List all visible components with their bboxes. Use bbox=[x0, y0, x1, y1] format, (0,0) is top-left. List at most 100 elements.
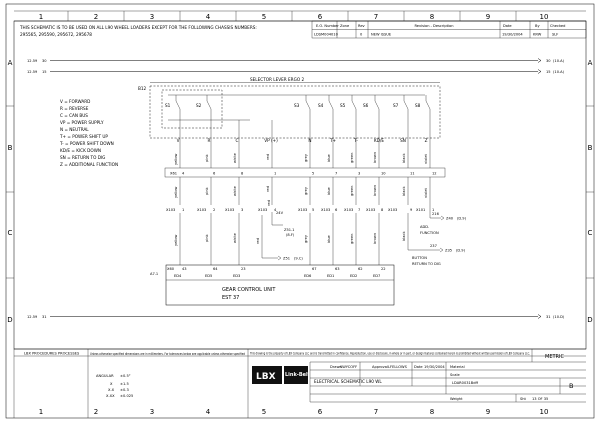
switch-s7: S7 bbox=[393, 103, 399, 108]
rev-by-label: By bbox=[535, 24, 540, 28]
outer-border bbox=[5, 3, 595, 419]
x103-pin: 3 bbox=[241, 208, 243, 212]
z51-branch: 24V Z51.1 (8.F) Z51 (9.C) bbox=[261, 211, 303, 261]
x61-pin: 5 bbox=[312, 172, 314, 176]
ecu-ref: A7.1 bbox=[150, 272, 158, 276]
scale-label: Scale bbox=[450, 373, 460, 377]
col-bottom-9: 9 bbox=[486, 408, 490, 416]
col-3: 3 bbox=[150, 13, 154, 21]
wire-color-label: white bbox=[233, 185, 237, 196]
connector-x61: X61 4 6 8 1 5 7 3 10 11 12 bbox=[164, 167, 446, 178]
metric-label: METRIC bbox=[545, 354, 564, 360]
rail-30-left-num: 30 bbox=[42, 59, 47, 63]
wire-color-label: violet bbox=[424, 187, 428, 198]
wire-color-label: green bbox=[350, 234, 354, 244]
switch-s6: S6 bbox=[363, 103, 369, 108]
row-d-right: D bbox=[587, 316, 592, 324]
ecu-pin: 67 bbox=[312, 267, 317, 271]
pin-tplus: T+ bbox=[329, 138, 337, 143]
rtd-label2: RETURN TO DIG bbox=[412, 262, 441, 266]
revision-table: E.O. Number Zone Rev Revision - Descript… bbox=[311, 20, 587, 39]
x61-pin: 3 bbox=[358, 172, 360, 176]
rev-checked-value: SLF bbox=[552, 33, 558, 37]
ecu-port: ED7 bbox=[373, 274, 380, 278]
approval-value: LFELLOWS bbox=[388, 365, 408, 369]
rail-30-left-ref: 12.59 bbox=[27, 59, 38, 63]
wire-color-label: brown bbox=[373, 152, 377, 163]
header-note: THIS SCHEMATIC IS TO BE USED ON ALL L90 … bbox=[19, 25, 257, 37]
ecu-pin: 62 bbox=[358, 267, 363, 271]
tol-xx-val: ±0.3 bbox=[120, 388, 129, 392]
gear-control-unit: A7.1 X60 43 64 23 67 63 62 22 ED4 ED5 ED… bbox=[150, 264, 395, 306]
pin-r: R bbox=[208, 138, 211, 143]
ecu-port: ED6 bbox=[304, 274, 312, 278]
row-a-left: A bbox=[8, 59, 13, 67]
rtd-dest-ref: (D.9) bbox=[456, 249, 466, 253]
col-7: 7 bbox=[374, 13, 378, 21]
col-8: 8 bbox=[430, 13, 434, 21]
x61-pin: 11 bbox=[410, 172, 415, 176]
wire-color-label: red bbox=[256, 238, 260, 244]
ecu-title: GEAR CONTROL UNIT bbox=[222, 287, 276, 293]
wire-color-label: pink bbox=[205, 186, 209, 195]
wire-color-label: violet bbox=[424, 153, 428, 164]
x61-pin: 4 bbox=[182, 172, 185, 176]
rev-desc-label: Revision - Description bbox=[414, 24, 453, 28]
x61-pin: 10 bbox=[381, 172, 386, 176]
legend-item: Z = ADDITIONAL FUNCTION bbox=[60, 162, 118, 167]
linkbelt-logo-text: Link-Belt bbox=[285, 372, 311, 378]
rev-checked-label: Checked bbox=[550, 24, 565, 28]
row-b-right: B bbox=[588, 144, 593, 152]
rail-31-left-ref: 12.59 bbox=[27, 315, 38, 319]
col-bottom-8: 8 bbox=[430, 408, 434, 416]
wire-color-label: brown bbox=[373, 185, 377, 196]
x103-pin: 8 bbox=[381, 208, 384, 212]
rail-15-right-num: 15 bbox=[546, 70, 551, 74]
col-bottom-3: 3 bbox=[150, 408, 154, 416]
rev-date-value: 19/30/2004 bbox=[502, 33, 523, 37]
power-rail-15: 12.59 15 15 (10.A) bbox=[27, 69, 565, 74]
x103-label: X103 bbox=[366, 208, 375, 212]
legend-item: SN = RETURN TO DIG bbox=[60, 155, 105, 160]
switch-s2: S2 bbox=[196, 103, 202, 108]
size-letter: B bbox=[569, 382, 573, 390]
col-9: 9 bbox=[486, 13, 490, 21]
legend-item: T+ = POWER SHIFT UP bbox=[59, 134, 108, 139]
pin-kde: KD/E bbox=[374, 138, 384, 143]
mid-wires: yellow pink white red grey blue green br… bbox=[174, 177, 431, 212]
switches: S1 S2 S3 S4 S5 S6 S7 S8 bbox=[165, 95, 431, 136]
date-value: 19/30/2004 bbox=[424, 365, 445, 369]
wire-color-label: grey bbox=[304, 234, 308, 243]
x103-label: X103 bbox=[344, 208, 353, 212]
ecu-port: ED3 bbox=[233, 274, 240, 278]
wire-color-label: black bbox=[402, 186, 406, 196]
row-c-left: C bbox=[8, 229, 13, 237]
pin-tminus: T- bbox=[353, 138, 358, 143]
lbx-logo bbox=[252, 366, 282, 384]
drawn-value: KWYCOFF bbox=[340, 365, 357, 369]
x103-label: X103 bbox=[321, 208, 330, 212]
x61-pin: 12 bbox=[432, 172, 437, 176]
x101-pin: 1 bbox=[432, 208, 434, 212]
connector-x103: X103 X103 X103 X103 1 2 3 4 X103 5 X103 … bbox=[166, 208, 434, 212]
x103-label: X103 bbox=[298, 208, 307, 212]
legend-item: C = CAN BUS bbox=[60, 113, 88, 118]
col-1: 1 bbox=[39, 13, 43, 21]
switch-s5: S5 bbox=[340, 103, 346, 108]
ecu-pin: 22 bbox=[381, 267, 386, 271]
row-index: A B C D A B C D bbox=[6, 59, 594, 324]
switch-s4: S4 bbox=[318, 103, 324, 108]
legend-item: N = NEUTRAL bbox=[60, 127, 89, 132]
wire-color-label: pink bbox=[205, 153, 209, 162]
legend-item: R = REVERSE bbox=[60, 106, 89, 111]
selector-lever: SELECTOR LEVER ERGO 2 B12 bbox=[138, 77, 441, 139]
x103-label: X103 bbox=[225, 208, 234, 212]
row-b-left: B bbox=[8, 144, 13, 152]
wire-color-label: white bbox=[233, 152, 237, 163]
x103-pin: 5 bbox=[312, 208, 314, 212]
power-rail-31: 12.59 31 31 (10.D) bbox=[27, 314, 565, 319]
x103-pin: 4 bbox=[274, 208, 277, 212]
rev-desc-value: NEW ISSUE bbox=[371, 33, 392, 37]
selector-pin-labels: V R C VP (+) N T+ T- KD/E SN Z bbox=[177, 138, 428, 143]
tol-x-val: ±1.5 bbox=[120, 382, 129, 386]
